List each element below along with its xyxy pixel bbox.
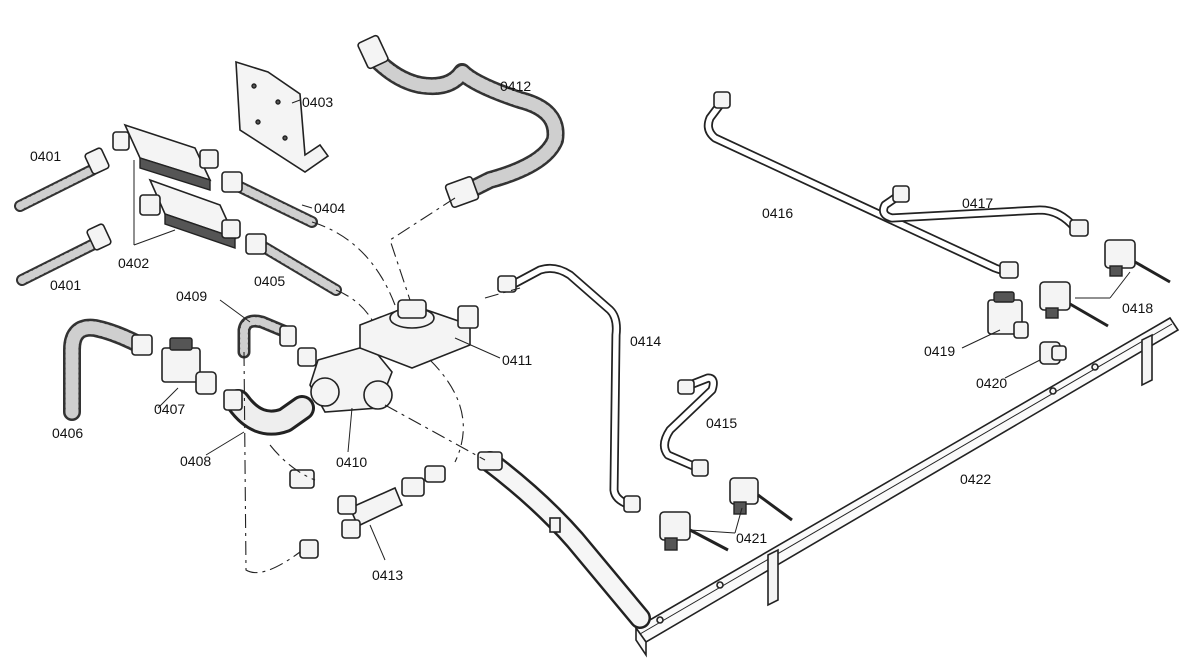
part-0408-elbow — [223, 389, 315, 436]
label-0418: 0418 — [1122, 300, 1153, 316]
assembly-dash-lines — [243, 197, 521, 574]
part-0406-hose — [63, 318, 153, 421]
label-0401-lower: 0401 — [50, 277, 81, 293]
part-0405-fitting — [245, 233, 342, 296]
label-0402: 0402 — [118, 255, 149, 271]
label-0403: 0403 — [302, 94, 333, 110]
label-0419: 0419 — [924, 343, 955, 359]
part-0403-bracket — [235, 60, 330, 173]
part-0402-valve-upper — [112, 123, 219, 191]
part-0416-tube — [703, 91, 1019, 279]
part-0421-valve-b — [729, 477, 793, 522]
label-0409: 0409 — [176, 288, 207, 304]
part-0402-valve-lower — [139, 178, 241, 249]
part-0418-valve-a — [1104, 239, 1171, 284]
label-0416: 0416 — [762, 205, 793, 221]
part-0409-hose — [237, 314, 297, 359]
label-0414: 0414 — [630, 333, 661, 349]
part-0417-tube — [879, 185, 1089, 237]
part-0411-regulator — [359, 299, 479, 369]
part-0421-valve-a — [659, 511, 729, 552]
label-0411: 0411 — [502, 352, 532, 368]
label-0420: 0420 — [976, 375, 1007, 391]
part-labels: 0401 0401 0402 0403 0404 0405 0406 0407 … — [30, 78, 1153, 583]
part-0422-rail — [634, 316, 1180, 658]
part-0418-valve-b — [1039, 281, 1109, 328]
label-0408: 0408 — [180, 453, 211, 469]
part-0415-tube — [660, 373, 718, 477]
part-0401-fitting-lower — [16, 223, 112, 286]
part-0413-tee — [289, 465, 446, 559]
label-0406: 0406 — [52, 425, 83, 441]
label-0404: 0404 — [314, 200, 345, 216]
label-0407: 0407 — [154, 401, 185, 417]
part-0404-fitting — [221, 171, 318, 228]
leader-lines — [133, 99, 1131, 561]
part-0401-fitting-upper — [14, 147, 110, 212]
part-0419-solenoid — [987, 291, 1029, 339]
part-0407-solenoid — [161, 337, 217, 395]
part-0420-elbow — [1039, 341, 1067, 365]
part-0414-tube — [497, 263, 641, 513]
label-0422: 0422 — [960, 471, 991, 487]
label-0413: 0413 — [372, 567, 403, 583]
part-feed-pipe — [477, 451, 651, 629]
part-0412-hose — [357, 34, 565, 209]
label-0415: 0415 — [706, 415, 737, 431]
part-0410-valve-body — [297, 344, 393, 413]
label-0410: 0410 — [336, 454, 367, 470]
label-0412: 0412 — [500, 78, 531, 94]
label-0421: 0421 — [736, 530, 767, 546]
label-0401-upper: 0401 — [30, 148, 61, 164]
label-0405: 0405 — [254, 273, 285, 289]
label-0417: 0417 — [962, 195, 993, 211]
